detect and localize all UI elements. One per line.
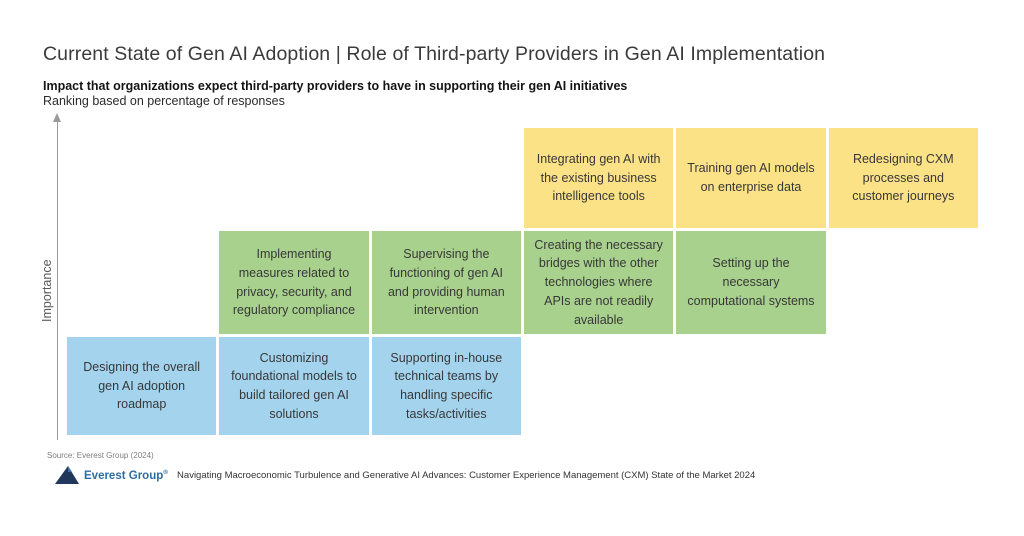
subtitle-bold: Impact that organizations expect third-p… <box>43 79 628 93</box>
logo-wordmark: Everest Group® <box>84 468 169 482</box>
matrix-cell-medium-3: Creating the necessary bridges with the … <box>523 231 674 334</box>
everest-group-logo: Everest Group® <box>55 466 168 484</box>
report-title: Navigating Macroeconomic Turbulence and … <box>177 469 756 481</box>
matrix-cell-low-3: Supporting in-house technical teams by h… <box>371 337 521 435</box>
subtitle-note: Ranking based on percentage of responses <box>43 94 285 108</box>
footer: Everest Group® Navigating Macroeconomic … <box>55 466 755 484</box>
matrix-cell-low-1: Designing the overall gen AI adoption ro… <box>67 337 217 435</box>
matrix-cell-high-3: Redesigning CXM processes and customer j… <box>828 128 978 228</box>
y-axis-label: Importance <box>40 259 54 322</box>
matrix-cell-high-2: Training gen AI models on enterprise dat… <box>676 128 826 228</box>
matrix-cell-low-2: Customizing foundational models to build… <box>219 337 369 435</box>
registered-mark: ® <box>163 468 169 476</box>
mountain-logo-icon <box>55 466 79 484</box>
matrix-cell-medium-4: Setting up the necessary computational s… <box>676 231 826 334</box>
source-note: Source: Everest Group (2024) <box>47 451 154 460</box>
page-title: Current State of Gen AI Adoption | Role … <box>43 43 826 65</box>
y-axis-line <box>57 122 58 440</box>
y-axis-arrow-icon <box>53 113 61 122</box>
matrix-cell-medium-2: Supervising the functioning of gen AI an… <box>371 231 521 334</box>
matrix-cell-medium-1: Implementing measures related to privacy… <box>219 231 369 334</box>
importance-matrix: Integrating gen AI with the existing bus… <box>67 128 978 435</box>
matrix-cell-high-1: Integrating gen AI with the existing bus… <box>523 128 674 228</box>
